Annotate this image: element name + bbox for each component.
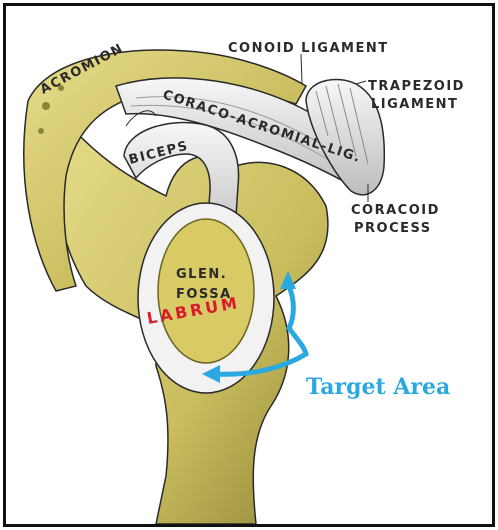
glen-label-line1: GLEN.: [176, 267, 227, 282]
coracoid-label-line2: PROCESS: [354, 221, 432, 236]
target-area-label: Target Area: [306, 374, 450, 400]
trapezoid-label-line2: LIGAMENT: [371, 97, 458, 112]
trapezoid-label-line1: TRAPEZOID: [368, 79, 465, 94]
shoulder-anatomy-diagram: ACROMION CORACO-ACROMIAL-LIG. CONOID LIG…: [6, 6, 492, 524]
diagram-frame: ACROMION CORACO-ACROMIAL-LIG. CONOID LIG…: [3, 3, 495, 527]
coracoid-label-line1: CORACOID: [351, 203, 440, 218]
conoid-ligament-label: CONOID LIGAMENT: [228, 41, 389, 56]
